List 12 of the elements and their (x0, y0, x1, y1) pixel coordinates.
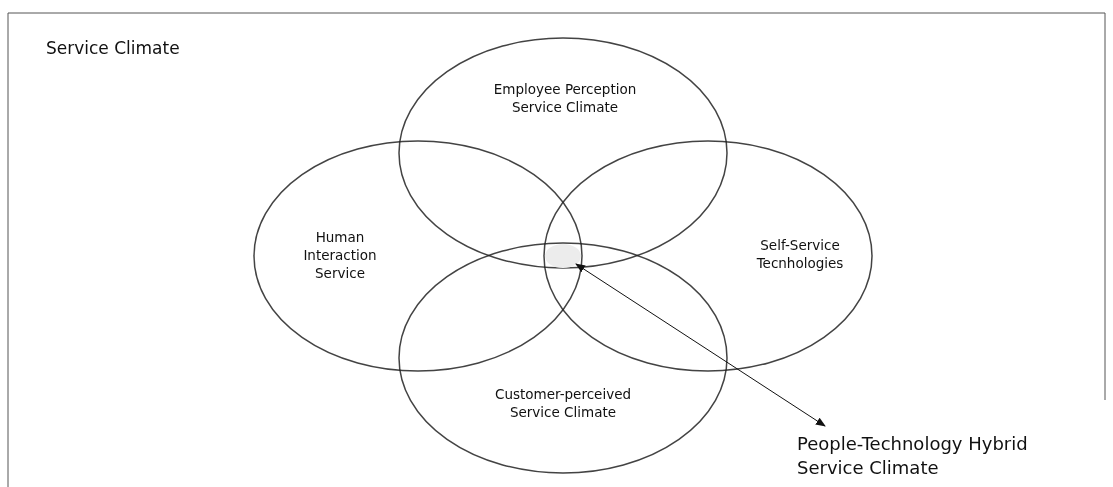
venn-circle (398, 242, 728, 474)
venn-circle (543, 140, 873, 372)
callout-text: People-Technology Hybrid Service Climate (797, 432, 1029, 480)
venn-circle (398, 37, 728, 269)
circle-label: Customer-perceived Service Climate (493, 385, 633, 421)
diagram-title: Service Climate (46, 38, 180, 58)
circle-label: Human Interaction Service (302, 228, 378, 282)
leader-arrow (575, 263, 826, 427)
overlap-region (545, 244, 581, 268)
circle-label: Self-Service Tecnhologies (755, 236, 845, 272)
circle-label: Employee Perception Service Climate (492, 80, 638, 116)
venn-circle (253, 140, 583, 372)
